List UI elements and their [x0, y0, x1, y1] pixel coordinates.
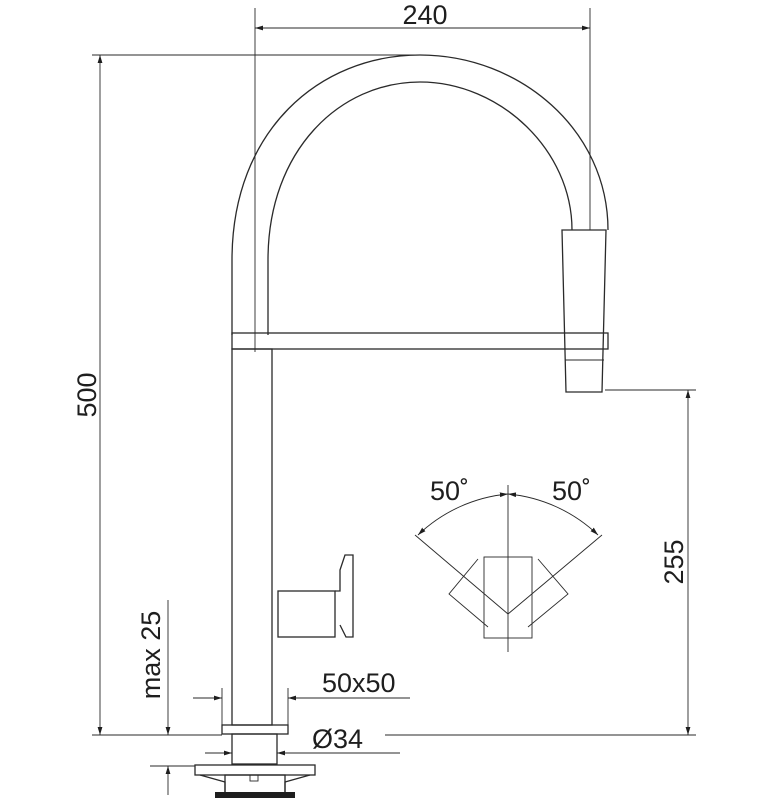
hand-shower: [561, 229, 607, 393]
label-50-right: 50˚: [552, 476, 591, 506]
handle: [277, 590, 336, 638]
swivel-angle-detail: 50˚ 50˚: [414, 476, 603, 652]
dimension-240: 240: [254, 0, 591, 352]
label-50x50: 50x50: [322, 668, 396, 698]
label-240: 240: [402, 0, 447, 30]
dimension-diameter-34: Ø34: [205, 724, 696, 756]
spout: [231, 54, 609, 393]
dimension-50x50: 50x50: [193, 668, 410, 725]
label-max-25: max 25: [136, 611, 166, 700]
handle-lever: [335, 554, 354, 638]
dimension-500: 500: [72, 54, 420, 736]
dimension-255: 255: [605, 389, 696, 735]
label-500: 500: [72, 372, 102, 417]
label-50-left: 50˚: [430, 476, 469, 506]
base: [194, 724, 316, 798]
spout-bar: [231, 332, 609, 350]
label-diameter-34: Ø34: [312, 724, 363, 754]
label-255: 255: [659, 539, 689, 584]
dimension-max-25: max 25: [136, 600, 195, 795]
